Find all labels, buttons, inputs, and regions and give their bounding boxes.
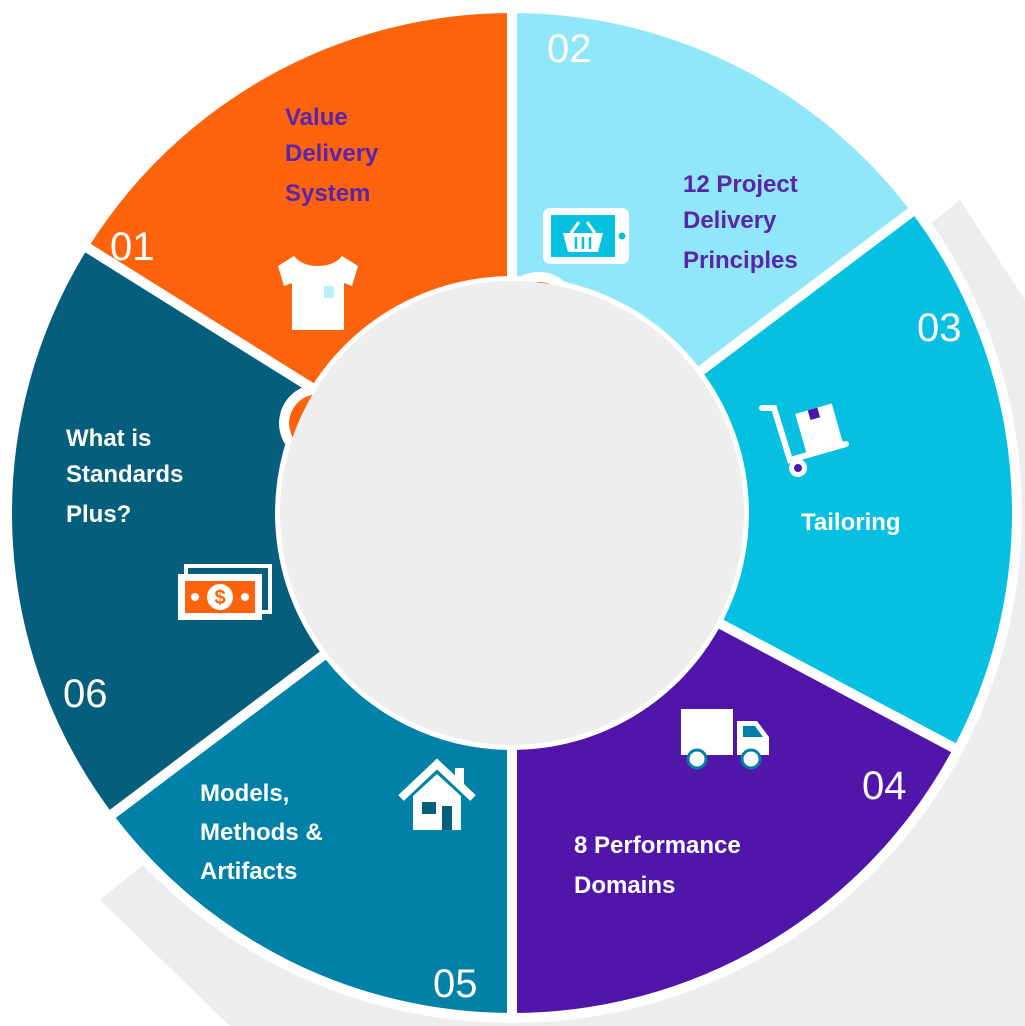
label-01-line-1: Value xyxy=(285,104,348,131)
label-03-line-1: Tailoring xyxy=(801,509,901,536)
segment-06-number: 06 xyxy=(63,672,108,716)
label-06-line-2: Standards xyxy=(66,461,183,488)
label-05-line-3: Artifacts xyxy=(200,858,297,885)
label-02-line-3: Principles xyxy=(683,247,798,274)
ring-center xyxy=(280,281,744,745)
segment-01-number: 01 xyxy=(110,225,155,269)
segment-numbers: 01 02 03 04 05 06 xyxy=(63,27,962,1006)
tshirt-icon xyxy=(278,256,358,330)
label-02-line-2: Delivery xyxy=(683,207,777,234)
label-04-line-2: Domains xyxy=(574,872,675,899)
shopping-basket-tablet-icon xyxy=(543,208,629,264)
segment-02-number: 02 xyxy=(547,27,592,71)
segment-icons: $ xyxy=(178,208,849,830)
label-06-line-3: Plus? xyxy=(66,501,131,528)
segment-05-label: Models, Methods & Artifacts xyxy=(200,780,329,885)
label-05-line-1: Models, xyxy=(200,780,289,807)
label-02-line-1: 12 Project xyxy=(683,171,798,198)
label-01-line-2: Delivery xyxy=(285,140,379,167)
hand-truck-box-icon xyxy=(759,403,849,477)
segment-04-number: 04 xyxy=(862,764,907,808)
money-bills-icon: $ xyxy=(178,564,272,620)
segment-01-label: Value Delivery System xyxy=(285,104,385,207)
segment-02-label: 12 Project Delivery Principles xyxy=(683,171,804,274)
segment-03-number: 03 xyxy=(917,306,962,350)
svg-text:$: $ xyxy=(214,587,225,609)
label-04-line-1: 8 Performance xyxy=(574,832,741,859)
label-05-line-2: Methods & xyxy=(200,819,323,846)
label-01-line-3: System xyxy=(285,180,370,207)
house-icon xyxy=(398,758,476,830)
label-06-line-1: What is xyxy=(66,425,151,452)
segment-05-number: 05 xyxy=(433,962,478,1006)
segment-04-label: 8 Performance Domains xyxy=(574,832,747,899)
delivery-truck-icon xyxy=(681,709,769,770)
segment-labels: Value Delivery System 12 Project Deliver… xyxy=(66,104,901,899)
segment-06-label: What is Standards Plus? xyxy=(66,425,190,528)
segment-03-label: Tailoring xyxy=(801,509,901,536)
